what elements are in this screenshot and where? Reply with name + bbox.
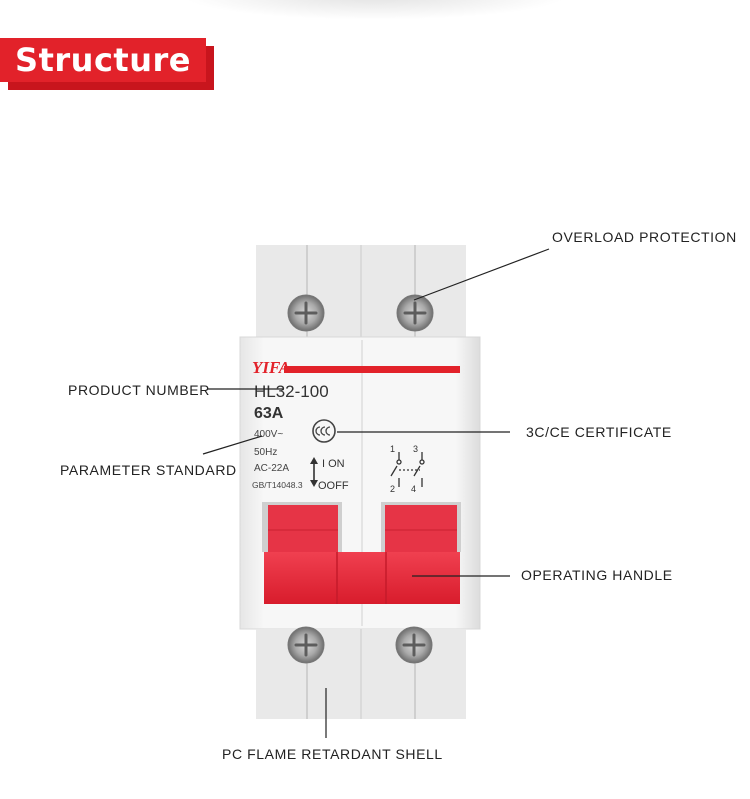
top-shadow: [180, 0, 570, 20]
ccc-mark-icon: [312, 419, 336, 443]
terminal-1: 1: [390, 444, 395, 454]
utilization-category: AC-22A: [254, 463, 289, 474]
leader-overload: [413, 248, 550, 301]
standard-code: GB/T14048.3: [252, 480, 303, 490]
on-label: I ON: [322, 458, 345, 470]
label-overload-protection: OVERLOAD PROTECTION: [552, 229, 737, 245]
switch-schematic-icon: [390, 452, 425, 487]
label-certificate: 3C/CE CERTIFICATE: [526, 424, 672, 440]
top-left-screw: [287, 294, 325, 332]
off-label: OOFF: [318, 480, 349, 492]
section-title: Structure: [0, 38, 206, 82]
brand-stripe: [284, 366, 460, 373]
terminal-2: 2: [390, 484, 395, 494]
label-product-number: PRODUCT NUMBER: [68, 382, 210, 398]
bottom-right-screw: [395, 626, 433, 664]
leader-parameter: [202, 435, 263, 455]
label-shell: PC FLAME RETARDANT SHELL: [222, 746, 443, 762]
terminal-4: 4: [411, 484, 416, 494]
operating-handle[interactable]: [264, 552, 460, 604]
frequency: 50Hz: [254, 447, 277, 458]
rated-voltage: 400V~: [254, 429, 283, 440]
bottom-left-screw: [287, 626, 325, 664]
terminal-3: 3: [413, 444, 418, 454]
overload-screw: [396, 294, 434, 332]
label-operating-handle: OPERATING HANDLE: [521, 567, 673, 583]
model-number: HL32-100: [254, 382, 329, 401]
on-off-arrow-icon: [310, 457, 318, 487]
rated-current: 63A: [254, 405, 284, 422]
brand-logo: YIFA: [252, 358, 290, 377]
label-parameter-standard: PARAMETER STANDARD: [60, 462, 237, 478]
